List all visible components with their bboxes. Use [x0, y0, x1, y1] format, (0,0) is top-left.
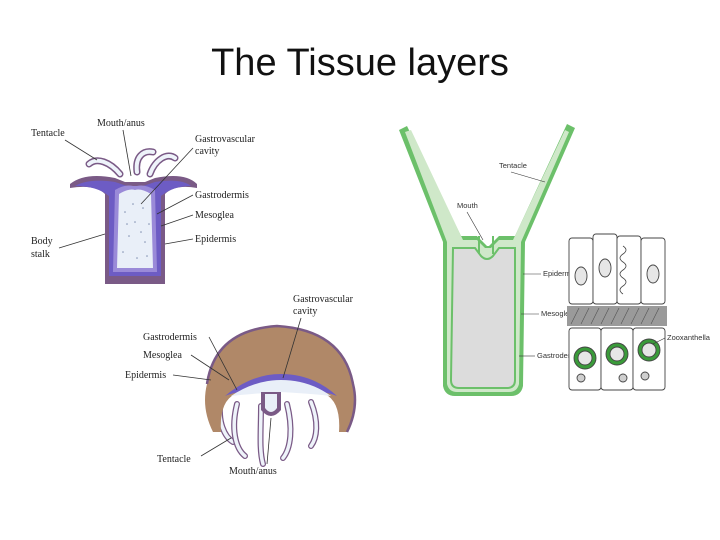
medusa-cavity: [231, 380, 331, 396]
medusa-label-cavity-2: cavity: [293, 306, 317, 317]
cell-label-zooxanthellae: Zooxanthellae: [667, 333, 710, 342]
medusa-epidermis: [205, 324, 357, 433]
polyp-label-stalk-2: stalk: [31, 249, 50, 260]
medusa-label-mouth: Mouth/anus: [229, 466, 277, 477]
slide-title: The Tissue layers: [211, 42, 509, 84]
polyp-tentacle: [134, 149, 155, 174]
polyp-label-tentacle: Tentacle: [31, 128, 65, 139]
polyp-label-epidermis: Epidermis: [195, 234, 236, 245]
polyp-medusa-diagram: Tentacle Mouth/anus Gastrovascular cavit…: [25, 112, 375, 482]
cell-layer-diagram: Tentacle Mouth Epidermis Mesoglea Gastro…: [395, 118, 714, 408]
mesoglea-band: [567, 306, 667, 326]
medusa-labels: Gastrovascular cavity Gastrodermis Mesog…: [125, 294, 354, 477]
medusa-label-tentacle: Tentacle: [157, 454, 191, 465]
green-polyp: [399, 124, 575, 396]
cell-label-mouth: Mouth: [457, 201, 478, 210]
cell-label-gastrodermis: Gastrodermis: [537, 351, 582, 360]
epidermis-cells: [568, 233, 666, 305]
cell-label-epidermis: Epidermis: [543, 269, 577, 278]
medusa-label-gastrodermis: Gastrodermis: [143, 332, 197, 343]
polyp-cavity: [117, 189, 153, 268]
medusa-label-epidermis: Epidermis: [125, 370, 166, 381]
medusa-label-mesoglea: Mesoglea: [143, 350, 182, 361]
medusa-manubrium-inner: [265, 394, 277, 412]
medusa-figure: [205, 324, 357, 467]
medusa-tentacle: [258, 404, 265, 466]
green-polyp-labels: Tentacle Mouth Epidermis Mesoglea Gastro…: [457, 161, 582, 360]
mesoglea-hatch: [570, 307, 660, 325]
cell-layers: Zooxanthellae: [567, 233, 714, 391]
polyp-label-mouth: Mouth/anus: [97, 118, 145, 129]
polyp-label-cavity-1: Gastrovascular: [195, 134, 256, 145]
polyp-labels: Tentacle Mouth/anus Gastrovascular cavit…: [31, 118, 256, 260]
medusa-tentacle: [232, 402, 247, 458]
polyp-figure: [70, 148, 197, 284]
medusa-tentacle: [281, 402, 293, 460]
gastrodermis-cells: [568, 327, 666, 391]
cell-layer-svg: Tentacle Mouth Epidermis Mesoglea Gastro…: [399, 124, 714, 396]
polyp-label-stalk-1: Body: [31, 236, 53, 247]
polyp-cavity-stipple: [122, 203, 150, 259]
green-polyp-cavity: [449, 247, 516, 389]
cell-label-tentacle: Tentacle: [499, 161, 527, 170]
polyp-base: [105, 278, 165, 284]
polyp-tentacle: [148, 154, 177, 176]
medusa-label-cavity-1: Gastrovascular: [293, 294, 354, 305]
polyp-label-cavity-2: cavity: [195, 146, 219, 157]
medusa-tentacle: [309, 400, 318, 448]
polyp-label-gastrodermis: Gastrodermis: [195, 190, 249, 201]
polyp-label-mesoglea: Mesoglea: [195, 210, 234, 221]
cell-label-mesoglea: Mesoglea: [541, 309, 574, 318]
polyp-medusa-svg: Tentacle Mouth/anus Gastrovascular cavit…: [31, 118, 357, 477]
green-polyp-mouth: [478, 236, 494, 254]
polyp-tentacle: [87, 158, 122, 176]
